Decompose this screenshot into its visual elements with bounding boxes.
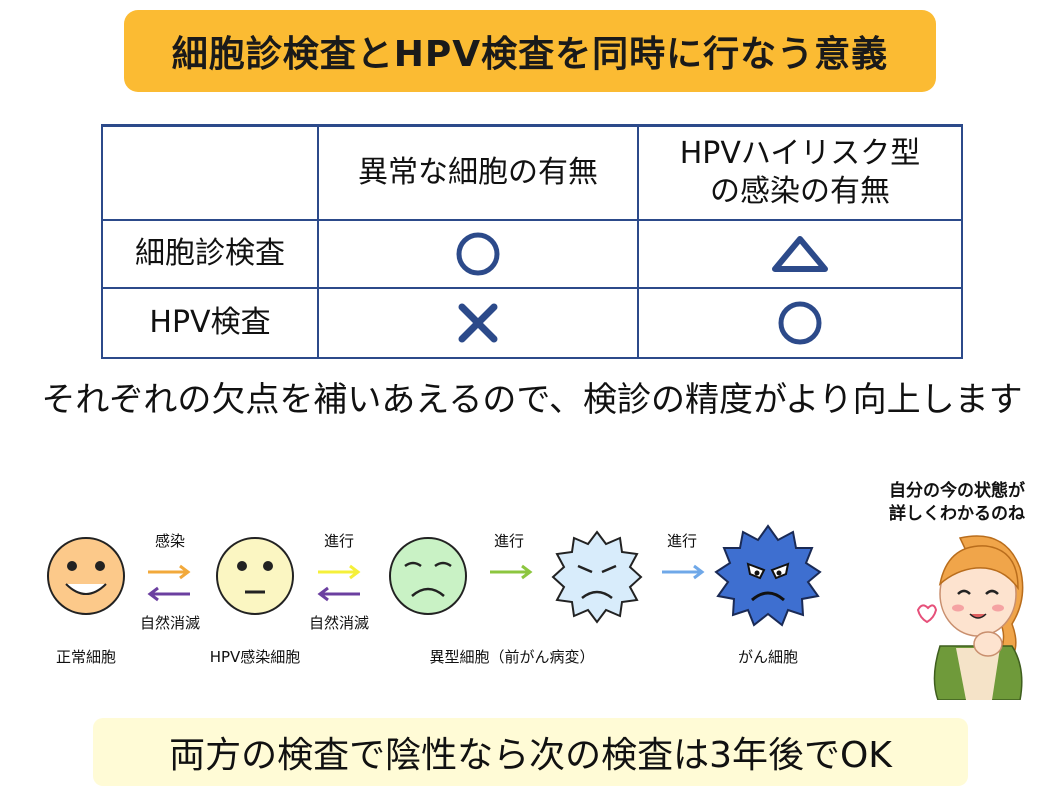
- mark-cell: [317, 286, 639, 359]
- arrow-label-backward: 自然消滅: [308, 614, 370, 632]
- neutral-face-icon: [216, 537, 294, 615]
- mark-cell: [317, 218, 639, 289]
- table-row: HPV検査: [101, 286, 963, 359]
- column-header-line-1: HPVハイリスク型: [679, 136, 921, 172]
- stage-label-normal: 正常細胞: [55, 648, 117, 666]
- stage-label-cancer: がん細胞: [737, 648, 799, 666]
- happy-face-icon: [47, 537, 125, 615]
- comparison-table: 異常な細胞の有無 HPVハイリスク型 の感染の有無 細胞診検査 HPV検査: [101, 124, 963, 359]
- speech-bubble: 自分の今の状態が 詳しくわかるのね: [862, 480, 1052, 526]
- triangle-mark-icon: [772, 235, 828, 272]
- angry-spiky-face-icon: [551, 530, 643, 624]
- table-row: 細胞診検査: [101, 218, 963, 289]
- row-label-cytology: 細胞診検査: [101, 218, 319, 289]
- arrow-label-forward: 進行: [323, 532, 355, 550]
- circle-mark-icon: [456, 232, 500, 275]
- stage-label-hpv-infected: HPV感染細胞: [209, 648, 301, 666]
- mark-cell: [637, 286, 963, 359]
- arrow-infection: [147, 564, 191, 602]
- arrow-label-forward: 感染: [154, 532, 186, 550]
- woman-illustration-icon: [916, 535, 1024, 700]
- summary-text: それぞれの欠点を補いあえるので、検診の精度がより向上します: [41, 380, 1023, 420]
- evil-spiky-face-icon: [714, 524, 822, 627]
- column-header-line-2: の感染の有無: [710, 173, 890, 209]
- stage-label-atypical: 異型細胞（前がん病変）: [429, 648, 595, 666]
- sad-face-icon: [389, 537, 467, 615]
- table-corner-cell: [101, 124, 319, 221]
- speech-line-2: 詳しくわかるのね: [889, 503, 1025, 524]
- progression-diagram: [47, 524, 822, 627]
- arrow-progression-2: [490, 564, 533, 580]
- circle-mark-icon: [778, 301, 822, 344]
- table-header-row: 異常な細胞の有無 HPVハイリスク型 の感染の有無: [101, 124, 963, 221]
- column-header-abnormal-cells: 異常な細胞の有無: [317, 124, 639, 221]
- mark-cell: [637, 218, 963, 289]
- column-header-hpv-infection: HPVハイリスク型 の感染の有無: [637, 124, 963, 221]
- arrow-progression-1: [317, 564, 361, 602]
- arrow-progression-3: [662, 564, 705, 580]
- arrow-label-forward: 進行: [493, 532, 525, 550]
- row-label-hpv-test: HPV検査: [101, 286, 319, 359]
- arrow-label-forward: 進行: [666, 532, 698, 550]
- speech-line-1: 自分の今の状態が: [889, 481, 1025, 501]
- bottom-message: 両方の検査で陰性なら次の検査は3年後でOK: [93, 718, 968, 786]
- arrow-label-backward: 自然消滅: [139, 614, 201, 632]
- page-title: 細胞診検査とHPV検査を同時に行なう意義: [124, 10, 936, 92]
- cross-mark-icon: [458, 303, 498, 342]
